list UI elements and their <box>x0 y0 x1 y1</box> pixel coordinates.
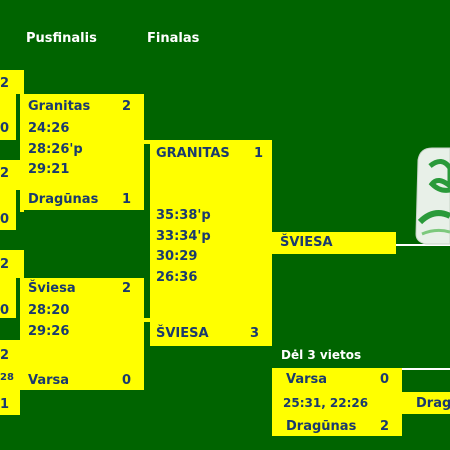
semi1-set-3: 29:21 <box>28 162 70 177</box>
final-score-bottom: 3 <box>250 326 260 341</box>
qf-box-3 <box>0 160 20 190</box>
semi1-team-bottom: Dragūnas <box>28 192 99 207</box>
semi1-set-2: 28:26'p <box>28 142 83 157</box>
qf-score-8: 28 <box>0 372 14 383</box>
third-line-top <box>402 368 450 370</box>
semi2-team-bottom: Varsa <box>28 373 70 388</box>
qf-score-5: 2 <box>0 257 10 272</box>
semi2-score-top: 2 <box>122 281 132 296</box>
qf-score-2: 0 <box>0 121 10 136</box>
qf-box-1 <box>0 70 20 94</box>
final-team-top: GRANITAS <box>156 146 230 161</box>
qf-box-4 <box>0 190 16 230</box>
semi2-box <box>24 278 144 390</box>
qf-box-6 <box>0 278 16 318</box>
semi2-score-bottom: 0 <box>122 373 132 388</box>
connector-left-2 <box>20 250 24 390</box>
final-set-3: 30:29 <box>156 249 198 264</box>
spacer-1 <box>24 210 144 258</box>
final-set-1: 35:38'p <box>156 208 211 223</box>
champion-box <box>272 232 396 254</box>
qf-score-1: 2 <box>0 76 10 91</box>
third-winner-name: Drag <box>416 396 450 411</box>
qf-score-4: 0 <box>0 212 10 227</box>
semi1-set-1: 24:26 <box>28 121 70 136</box>
semifinal-header: Pusfinalis <box>26 31 97 46</box>
third-team-bottom: Dragūnas <box>286 419 357 434</box>
champion-name: ŠVIESA <box>280 235 333 250</box>
final-team-bottom: ŠVIESA <box>156 326 209 341</box>
champion-line <box>396 244 450 246</box>
qf-box-2 <box>0 94 16 140</box>
third-team-top: Varsa <box>286 372 328 387</box>
connector-semi2 <box>144 318 150 322</box>
third-winner-box <box>402 392 450 414</box>
semi1-team-top: Granitas <box>28 99 91 114</box>
connector-left-1 <box>20 70 24 212</box>
qf-score-6: 0 <box>0 303 10 318</box>
connector-semi1 <box>144 140 150 144</box>
semi1-score-top: 2 <box>122 99 132 114</box>
final-box <box>150 140 272 346</box>
final-score-top: 1 <box>254 146 264 161</box>
third-score-bottom: 2 <box>380 419 390 434</box>
third-place-header: Dėl 3 vietos <box>281 348 362 362</box>
final-header: Finalas <box>147 31 200 46</box>
third-sets: 25:31, 22:26 <box>283 396 369 410</box>
qf-score-7: 2 <box>0 348 10 363</box>
qf-box-5 <box>0 250 20 278</box>
semi2-set-2: 29:26 <box>28 324 70 339</box>
qf-score-3: 2 <box>0 166 10 181</box>
semi1-box <box>24 94 144 210</box>
qf-score-9: 1 <box>0 397 10 412</box>
final-set-2: 33:34'p <box>156 229 211 244</box>
semi2-team-top: Šviesa <box>28 281 76 296</box>
third-score-top: 0 <box>380 372 390 387</box>
semi1-score-bottom: 1 <box>122 192 132 207</box>
semi2-set-1: 28:20 <box>28 303 70 318</box>
third-place-box <box>272 368 402 436</box>
qf-box-7 <box>0 340 20 415</box>
final-set-4: 26:36 <box>156 270 198 285</box>
trophy-logo-icon <box>415 147 450 245</box>
